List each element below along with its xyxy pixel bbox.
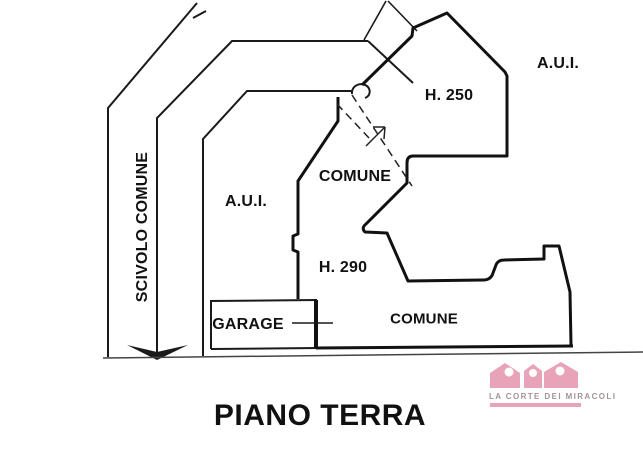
scivolo-outer-wall [107,2,198,357]
scivolo-inner-wall [202,90,352,356]
plan-bottom-wall [315,344,574,350]
agency-logo-underline [490,403,581,407]
garage-bottom-wall [210,347,319,350]
comune-ramp-dashed-line-2 [336,103,370,139]
comune-ramp-up-arrow [365,126,386,147]
scivolo-direction-line [156,40,368,352]
unit-h250-outline-wall [360,11,573,346]
label-garage: GARAGE [212,316,284,333]
comune-ramp-dashed-line-1 [351,94,413,187]
scivolo-down-arrowhead [127,345,188,360]
label-h250: H. 250 [424,87,474,104]
top-passage-wall [367,40,414,84]
top-corridor-wall-left [363,0,387,41]
label-comune-bottom: COMUNE [390,310,458,328]
page-title: PIANO TERRA [213,399,427,432]
top-corridor-wall-right [387,0,418,32]
label-comune-mid: COMUNE [318,168,392,185]
garage-walls [210,299,318,349]
label-aui-right: A.U.I. [536,55,580,72]
street-ground-line [102,351,643,359]
label-aui-left: A.U.I. [224,193,268,210]
door-swing-arc [350,83,371,99]
scivolo-outer-wall-endcap [192,10,207,19]
agency-logo-text: LA CORTE DEI MIRACOLI [489,392,617,401]
label-h290: H. 290 [318,259,368,276]
unit-aui-left-wall [291,97,340,299]
label-scivolo-comune: SCIVOLO COMUNE [134,151,151,303]
agency-logo-houses-icon [490,362,578,388]
